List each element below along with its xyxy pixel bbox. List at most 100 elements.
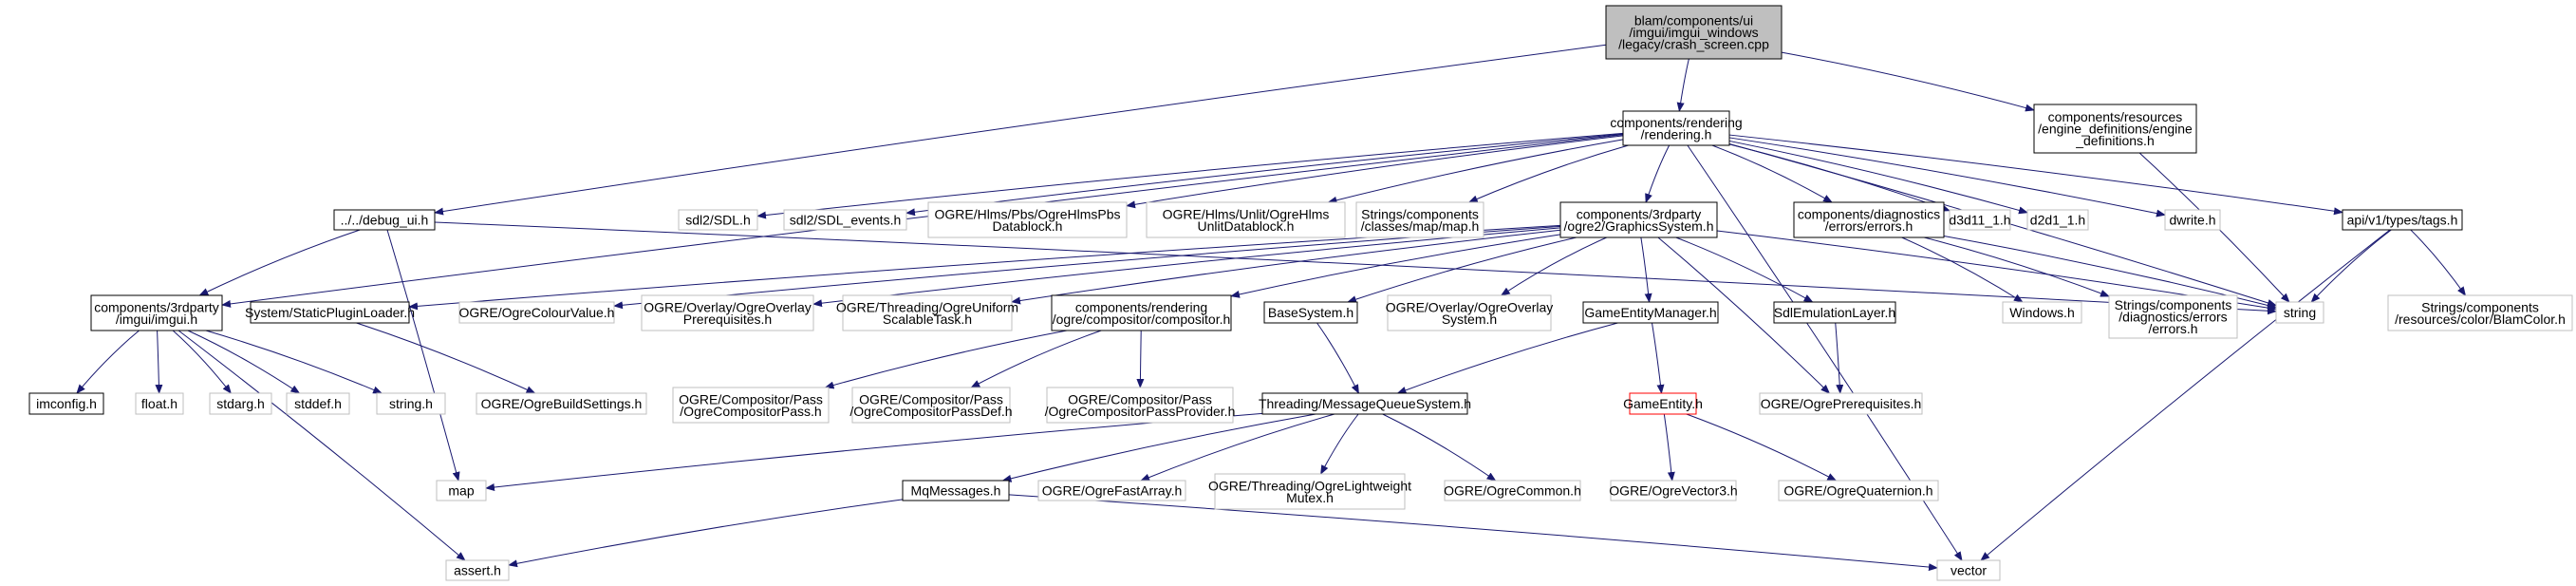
node-windows[interactable]: Windows.h [2002, 301, 2082, 324]
node-label-line: System/StaticPluginLoader.h [245, 305, 415, 320]
node-gameentity[interactable]: GameEntity.h [1623, 392, 1703, 415]
node-label-line: OGRE/Compositor/Pass [859, 391, 1003, 406]
node-root[interactable]: blam/components/ui/imgui/imgui_windows/l… [1605, 5, 1783, 60]
node-label-line: /ogre2/GraphicsSystem.h [1564, 218, 1714, 234]
edge-diag_errors-to-strdiag [1924, 236, 2110, 297]
node-label-line: Windows.h [2009, 305, 2074, 320]
edge-gameentity-to-quaternion [1686, 413, 1838, 482]
node-diag_errors[interactable]: components/diagnostics/errors/errors.h [1793, 201, 1945, 238]
edge-mqsystem-to-ogrecommon [1382, 413, 1497, 482]
node-box [1051, 294, 1232, 331]
edge-rendering-to-strmap [1467, 144, 1629, 203]
node-rendering[interactable]: components/rendering/rendering.h [1610, 110, 1743, 146]
node-sdl_events[interactable]: sdl2/SDL_events.h [783, 209, 907, 231]
node-box [1582, 301, 1719, 324]
node-strdiag[interactable]: Strings/components/diagnostics/errors/er… [2108, 294, 2238, 339]
node-staticplugin[interactable]: System/StaticPluginLoader.h [245, 301, 415, 324]
node-vector3[interactable]: OGRE/OgreVector3.h [1609, 480, 1738, 501]
node-string[interactable]: string [2275, 301, 2324, 324]
node-debug_ui[interactable]: ../../debug_ui.h [333, 209, 436, 231]
node-box [1759, 392, 1923, 415]
node-dwrite[interactable]: dwrite.h [2164, 209, 2221, 231]
node-label-line: assert.h [454, 563, 501, 578]
edge-rendering-to-sdl_events [905, 133, 1624, 217]
node-box [135, 392, 184, 415]
node-box [250, 301, 410, 324]
node-label-line: OGRE/Threading/OgreUniform [836, 299, 1018, 314]
edge-compositor-to-comppassprov [1136, 330, 1145, 388]
node-label-line: components/3rdparty [94, 299, 219, 314]
node-label-line: /errors/errors.h [1825, 218, 1913, 234]
edge-gem-to-mqsystem [1396, 322, 1618, 394]
edge-mqsystem-to-fastarray [1140, 413, 1335, 482]
node-basesystem[interactable]: BaseSystem.h [1263, 301, 1358, 324]
node-map[interactable]: map [436, 480, 487, 501]
node-d2d1[interactable]: d2d1_1.h [2026, 209, 2089, 231]
node-box [286, 392, 350, 415]
node-box [2026, 209, 2089, 231]
edge-compositor-to-comppassdef [970, 330, 1102, 388]
node-label-line: /OgreCompositorPass.h [680, 404, 821, 419]
node-imconfig[interactable]: imconfig.h [28, 392, 104, 415]
node-comppassprov[interactable]: OGRE/Compositor/Pass/OgreCompositorPassP… [1045, 387, 1236, 424]
node-string_h[interactable]: string.h [376, 392, 446, 415]
node-ogrecommon[interactable]: OGRE/OgreCommon.h [1444, 480, 1581, 501]
node-label-line: map [448, 483, 474, 499]
node-tags[interactable]: api/v1/types/tags.h [2342, 209, 2463, 231]
node-label-line: _definitions.h [2075, 133, 2155, 148]
node-ogreprereq[interactable]: OGRE/OgrePrerequisites.h [1759, 392, 1923, 415]
node-vector[interactable]: vector [1936, 559, 2001, 581]
edge-graphicssystem-to-colourvalue [613, 225, 1561, 310]
edge-imgui-to-imconfig [76, 330, 140, 394]
node-imgui[interactable]: components/3rdparty/imgui/imgui.h [90, 294, 223, 331]
node-d3d11[interactable]: d3d11_1.h [1949, 209, 2011, 231]
node-label-line: sdl2/SDL.h [685, 213, 750, 228]
node-colourvalue[interactable]: OGRE/OgreColourValue.h [458, 301, 615, 324]
node-label-line: components/3rdparty [1577, 206, 1702, 221]
edge-debug_ui-to-string [434, 221, 2277, 315]
node-box [1949, 209, 2011, 231]
node-float[interactable]: float.h [135, 392, 184, 415]
node-box [1444, 480, 1581, 501]
edge-rendering-to-hlmsunlit [1327, 139, 1624, 204]
node-stddef[interactable]: stddef.h [286, 392, 350, 415]
node-label-line: stdarg.h [216, 396, 265, 411]
node-box [2033, 104, 2197, 154]
node-label-line: OGRE/OgreCommon.h [1444, 483, 1581, 499]
node-box [1387, 294, 1552, 331]
node-stdarg[interactable]: stdarg.h [209, 392, 272, 415]
node-label-line: BaseSystem.h [1268, 305, 1353, 320]
node-compositor[interactable]: components/rendering/ogre/compositor/com… [1051, 294, 1232, 331]
node-box [28, 392, 104, 415]
node-box [2342, 209, 2463, 231]
node-sdlemu[interactable]: SdlEmulationLayer.h [1773, 301, 1896, 324]
node-label-line: components/diagnostics [1798, 206, 1940, 221]
node-buildsettings[interactable]: OGRE/OgreBuildSettings.h [476, 392, 647, 415]
node-mqsystem[interactable]: Threading/MessageQueueSystem.h [1259, 392, 1471, 415]
node-box [436, 480, 487, 501]
node-strmap[interactable]: Strings/components/classes/map/map.h [1355, 201, 1484, 238]
node-engine_defs[interactable]: components/resources/engine_definitions/… [2033, 104, 2197, 154]
node-graphicssystem[interactable]: components/3rdparty/ogre2/GraphicsSystem… [1559, 201, 1718, 238]
node-mqmessages[interactable]: MqMessages.h [902, 480, 1010, 501]
node-quaternion[interactable]: OGRE/OgreQuaternion.h [1778, 480, 1939, 501]
node-label-line: /resources/color/BlamColor.h [2395, 312, 2566, 327]
node-comppassdef[interactable]: OGRE/Compositor/Pass/OgreCompositorPassD… [849, 387, 1013, 424]
node-label-line: OGRE/Compositor/Pass [1068, 391, 1212, 406]
node-label-line: /rendering.h [1641, 126, 1712, 142]
node-box [1146, 201, 1346, 238]
node-fastarray[interactable]: OGRE/OgreFastArray.h [1037, 480, 1186, 501]
node-gem[interactable]: GameEntityManager.h [1582, 301, 1719, 324]
node-blamcolor[interactable]: Strings/components/resources/color/BlamC… [2387, 294, 2573, 331]
node-label-line: d3d11_1.h [1949, 213, 2010, 228]
node-sdl[interactable]: sdl2/SDL.h [678, 209, 758, 231]
node-assert[interactable]: assert.h [445, 559, 510, 581]
node-comppass[interactable]: OGRE/Compositor/Pass/OgreCompositorPass.… [672, 387, 830, 424]
edge-gameentity-to-vector3 [1663, 413, 1675, 482]
